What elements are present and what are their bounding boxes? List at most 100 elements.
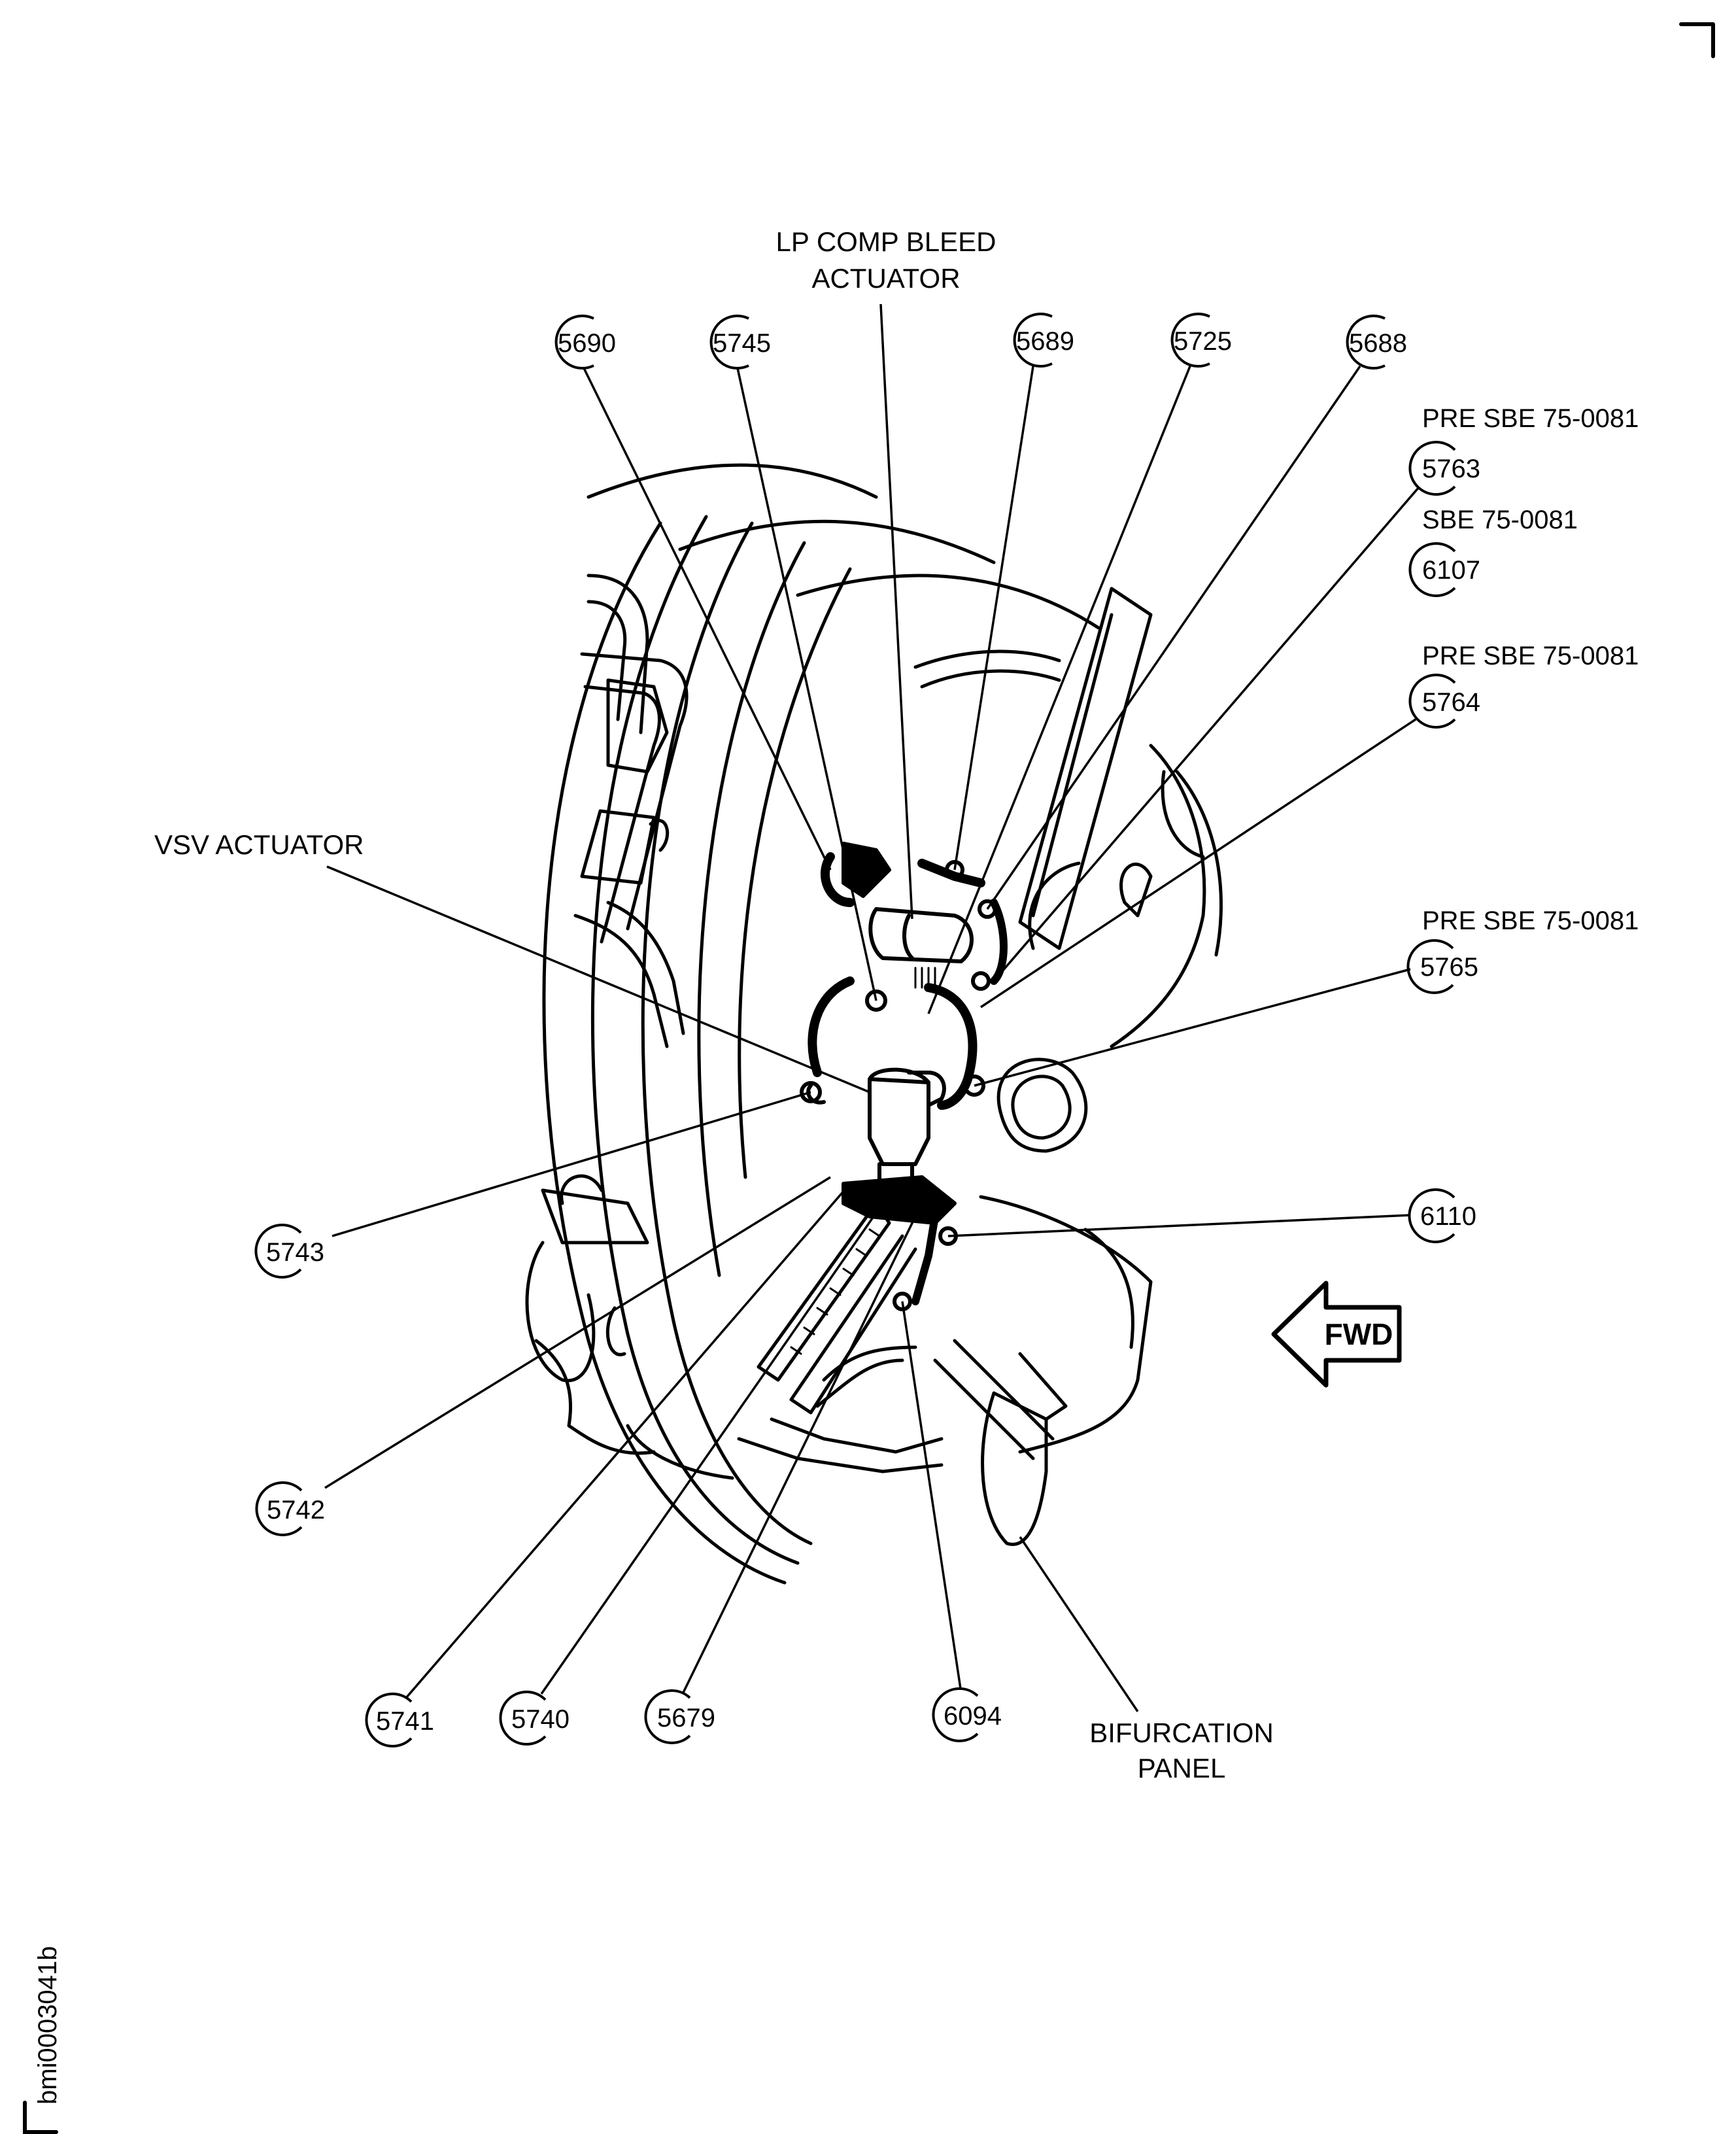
fan-case-ring-2: [590, 515, 800, 1565]
vsv-actuator-body: [868, 1077, 930, 1166]
leader-5765: [974, 968, 1411, 1087]
leader-6110: [947, 1214, 1411, 1237]
left-pipe-2: [587, 600, 627, 721]
left-bracket-box: [580, 809, 656, 885]
right-lower-cowl: [979, 1195, 1153, 1454]
lp-bleed-actuator-cylinder: [902, 914, 914, 960]
bifurcation-strut-3: [1018, 1352, 1068, 1421]
lp-comp-bleed-actuator-label: LP COMP BLEED ACTUATOR: [776, 226, 996, 294]
effectivity-note-5764: PRE SBE 75-0081: [1422, 642, 1639, 670]
callout-5745[interactable]: 5745: [709, 315, 771, 370]
top-arc-2: [678, 519, 996, 564]
right-engine-curve-2: [1175, 770, 1223, 957]
bifurcation-panel-outline: [981, 1391, 1048, 1546]
forward-direction-arrow: FWD: [1271, 1281, 1402, 1388]
left-lower-pipe-1: [573, 914, 669, 1048]
leader-5764: [980, 718, 1416, 1008]
left-lower-wavy: [534, 1339, 656, 1455]
leader-5740: [540, 1203, 884, 1695]
left-frame-1: [580, 652, 689, 931]
left-round-housing: [525, 1241, 596, 1383]
left-box: [606, 678, 669, 774]
harness-top-right: [917, 859, 985, 887]
harness-loop-right: [924, 983, 978, 1110]
left-round-ellipse: [605, 1306, 626, 1356]
callout-5763[interactable]: 5763: [1408, 441, 1480, 496]
callout-number: 5745: [713, 329, 771, 358]
callout-5679[interactable]: 5679: [644, 1689, 715, 1744]
callout-5765[interactable]: 5765: [1406, 939, 1478, 994]
label-line-1: BIFURCATION: [1089, 1717, 1274, 1748]
top-arc-4: [913, 649, 1061, 669]
lp-bleed-actuator-body: [868, 907, 974, 963]
connector-5745-point: [865, 990, 887, 1012]
leader-5679: [682, 1216, 917, 1693]
callouts: 5690 5745 5689 5725 5688 5763 6107: [254, 313, 1480, 1747]
fan-case-ring-5: [738, 567, 852, 1179]
top-arc-1: [587, 463, 878, 499]
callout-number: 5690: [558, 329, 616, 358]
arrow-left-icon: [1271, 1281, 1402, 1388]
callout-5690[interactable]: 5690: [554, 315, 616, 370]
fan-case-ring-4: [697, 541, 806, 1277]
right-blade-arcs: [1028, 770, 1205, 950]
callout-5688[interactable]: 5688: [1346, 315, 1407, 370]
callout-5743[interactable]: 5743: [254, 1224, 324, 1279]
leader-5741: [405, 1182, 851, 1698]
leader-5688: [986, 366, 1361, 910]
top-arc-3: [796, 574, 1100, 630]
lp-bleed-actuator-ribs: [914, 967, 936, 989]
callout-5725[interactable]: 5725: [1170, 313, 1232, 368]
effectivity-note-5763: PRE SBE 75-0081: [1422, 404, 1639, 433]
bifurcation-panel-label: BIFURCATION PANEL: [1089, 1717, 1274, 1783]
callout-number: 5688: [1349, 329, 1407, 358]
exhaust-ellipse-inner: [1011, 1075, 1072, 1140]
leader-bifurcation-panel: [1019, 1536, 1139, 1712]
effectivity-note-5765: PRE SBE 75-0081: [1422, 906, 1639, 935]
callout-6094[interactable]: 6094: [932, 1687, 1002, 1742]
connector-5743-point: [800, 1081, 822, 1103]
harness-left-connector: [806, 1084, 826, 1105]
callout-number: 5765: [1420, 953, 1478, 982]
callout-5689[interactable]: 5689: [1013, 313, 1074, 368]
callout-5764[interactable]: 5764: [1408, 674, 1480, 729]
right-lower-cowl-2: [1083, 1228, 1134, 1349]
callout-number: 5764: [1422, 688, 1480, 717]
effectivity-note-6107: SBE 75-0081: [1422, 506, 1578, 534]
connector-5765-point: [963, 1075, 985, 1097]
label-line-1: LP COMP BLEED: [776, 226, 996, 257]
exhaust-ellipse-outer: [996, 1058, 1088, 1153]
callout-5742[interactable]: 5742: [255, 1481, 325, 1536]
left-pipe-1: [587, 574, 649, 734]
leader-5742: [324, 1176, 831, 1489]
harness-down-run: [911, 1213, 939, 1305]
fan-case-ring-3: [641, 521, 813, 1545]
callout-number: 5689: [1016, 327, 1074, 356]
callout-number: 5742: [267, 1496, 325, 1524]
leader-5743: [332, 1091, 811, 1237]
callout-5740[interactable]: 5740: [499, 1691, 570, 1746]
callout-6110[interactable]: 6110: [1408, 1188, 1476, 1243]
label-line-2: PANEL: [1138, 1753, 1226, 1783]
leader-lines: [324, 303, 1420, 1712]
connector-5689-point: [945, 860, 964, 880]
callout-6107[interactable]: 6107: [1408, 542, 1480, 597]
leader-5689: [953, 366, 1034, 870]
leader-vsv-actuator: [326, 865, 870, 1093]
lower-duct-1: [770, 1417, 944, 1454]
manifold-ladder-rungs: [790, 1228, 881, 1355]
leader-lp-comp-bleed: [879, 303, 913, 920]
vsv-actuator-label: VSV ACTUATOR: [154, 829, 364, 860]
lower-duct-4: [822, 1345, 917, 1382]
label-line-2: ACTUATOR: [811, 263, 960, 294]
harness-loop-left: [808, 976, 855, 1077]
callout-number: 5743: [266, 1238, 324, 1267]
bifurcation-strut-2: [933, 1358, 1035, 1460]
corner-mark-top-right: [1679, 22, 1715, 58]
right-box: [1119, 863, 1153, 918]
right-vane-strip-inner: [1031, 613, 1114, 918]
callout-number: 5725: [1174, 327, 1232, 356]
fan-case-ring-outer: [542, 521, 787, 1585]
callout-5741[interactable]: 5741: [365, 1693, 434, 1747]
